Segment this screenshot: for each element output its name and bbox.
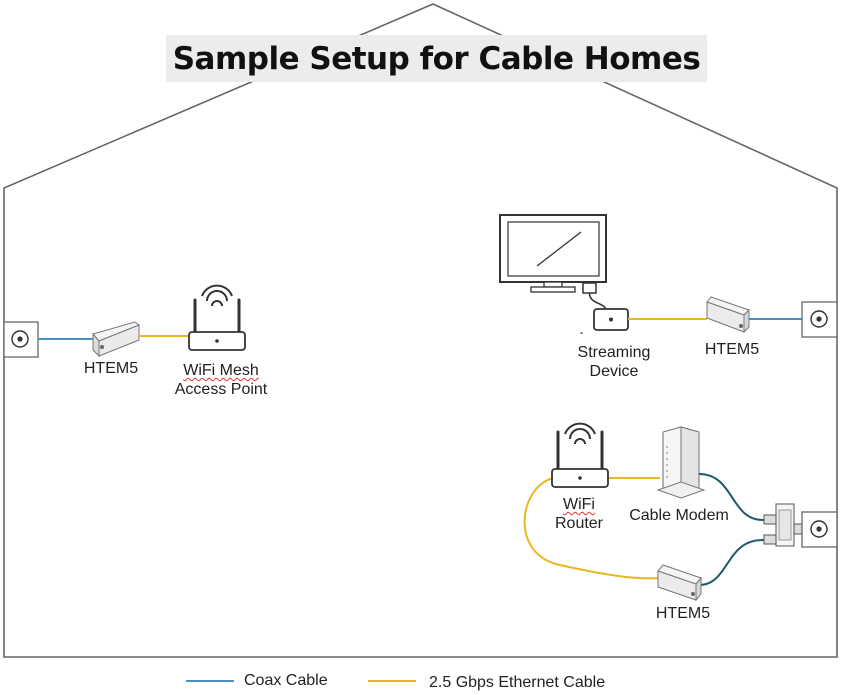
coax-cable-htem5-splitter [698,538,766,586]
label-streaming-line1: Streaming [577,344,651,361]
legend-ethernet-label: 2.5 Gbps Ethernet Cable [429,674,606,691]
diagram-title: Sample Setup for Cable Homes [172,40,701,77]
coax-wall-outlet-icon [801,301,838,338]
cable-modem-icon [656,426,706,499]
label-bottom-htem5: HTEM5 [655,605,711,622]
streaming-stick-icon [580,282,629,334]
house-outline [3,3,838,658]
label-mesh-ap-line2: Access Point [174,381,268,398]
coax-wall-outlet-icon [3,321,39,358]
label-streaming-line2: Device [589,363,639,380]
coax-wall-outlet-icon [801,511,838,548]
label-left-htem5: HTEM5 [83,360,139,377]
legend-ethernet-swatch [368,680,416,682]
legend-coax-swatch [186,680,234,682]
legend-coax-label: Coax Cable [244,672,328,689]
coax-splitter-icon [763,503,804,547]
label-router-line1: WiFi [563,496,595,513]
ethernet-cable-router-loop [523,477,661,580]
wifi-router-icon [188,284,246,351]
coax-cable-modem-splitter [698,473,766,522]
label-mesh-ap-line1: WiFi Mesh [183,362,259,379]
label-cable-modem: Cable Modem [629,507,729,524]
htem5-adapter-icon [657,564,702,602]
label-right-htem5: HTEM5 [704,341,760,358]
htem5-adapter-icon [706,296,750,334]
htem5-adapter-icon [92,321,141,358]
title-background [166,35,707,82]
label-router-line2: Router [554,515,604,532]
tv-monitor-icon [499,214,607,293]
wifi-router-icon [551,422,609,488]
